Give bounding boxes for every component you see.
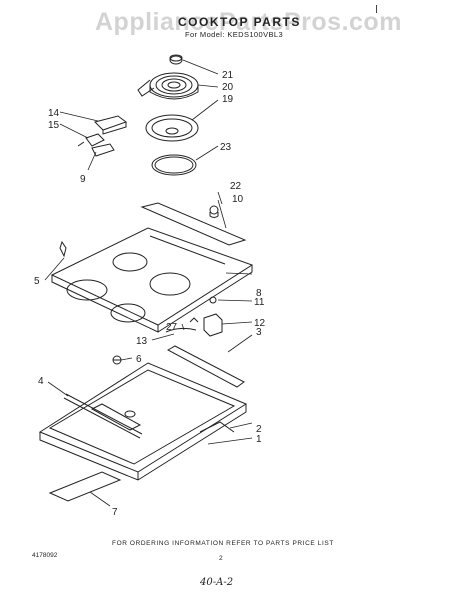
- document-number: 4178092: [32, 552, 58, 559]
- model-subtitle: For Model: KEDS100VBL3: [185, 30, 284, 39]
- callout-label: 20: [222, 82, 234, 93]
- callout-label: 11: [254, 297, 265, 308]
- drip-bowl: [145, 114, 199, 142]
- callout-label: 12: [254, 318, 266, 329]
- callout-label: 10: [232, 194, 244, 205]
- screw: [112, 355, 122, 365]
- support-rod: [63, 393, 143, 439]
- callout-label: 5: [34, 276, 40, 287]
- burner-box-pan: [38, 362, 248, 481]
- callout-label: 22: [230, 181, 242, 192]
- callout-label: 3: [256, 327, 262, 338]
- corner-mark: [376, 5, 377, 13]
- callout-label: 2: [256, 424, 262, 435]
- handwritten-note: 40-A-2: [200, 577, 234, 588]
- callout-label: 6: [136, 354, 142, 365]
- callout-label: 27: [166, 322, 178, 333]
- callout-label: 8: [256, 288, 262, 299]
- callout-label: 21: [222, 70, 234, 81]
- surface-element-assembly: [137, 54, 199, 100]
- callout-label: 15: [48, 120, 60, 131]
- cross-rail: [166, 345, 245, 388]
- trim-ring: [151, 154, 197, 176]
- callout-label: 14: [48, 108, 60, 119]
- terminal-block: [77, 115, 128, 157]
- callout-label: 13: [136, 336, 148, 347]
- callout-label: 23: [220, 142, 232, 153]
- page-number: 2: [219, 555, 223, 562]
- callout-label: 7: [112, 507, 118, 518]
- callout-label: 4: [38, 376, 44, 387]
- callout-labels: 21 20 19 14 15 9 23 22 10 5 8 11 12 27 3…: [34, 70, 266, 518]
- watermark: AppliancePartsPros.com: [95, 8, 402, 36]
- callout-label: 1: [256, 434, 262, 445]
- infinite-switch: [165, 296, 223, 337]
- bracket-strip: [140, 202, 247, 246]
- ordering-footer-note: FOR ORDERING INFORMATION REFER TO PARTS …: [112, 540, 334, 547]
- leader-lines: [44, 59, 253, 507]
- diagram-title: COOKTOP PARTS: [178, 15, 301, 29]
- cooktop-main-top: [50, 227, 254, 333]
- lower-strip: [48, 471, 122, 502]
- callout-label: 9: [80, 174, 86, 185]
- callout-label: 19: [222, 94, 234, 105]
